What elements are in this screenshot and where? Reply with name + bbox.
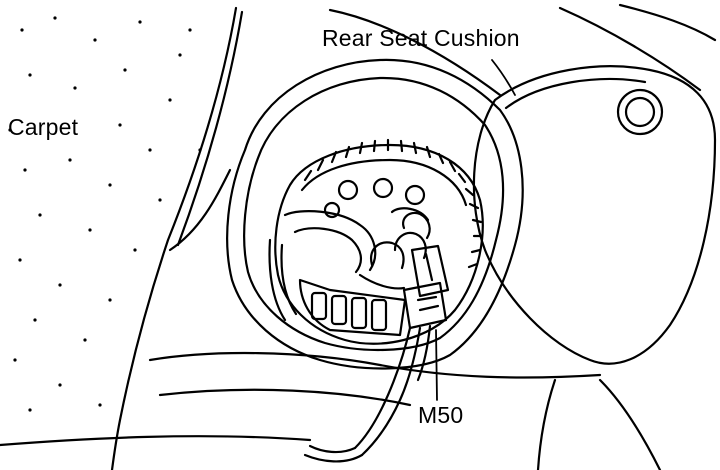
access-hole [226,58,524,370]
carpet-texture [8,16,202,412]
wire-harness [303,324,432,463]
pump-flange [274,138,484,345]
connector-m50 [402,244,450,330]
floor-edges [148,3,717,470]
carpet-region [0,6,312,470]
leader-lines [435,59,516,401]
hand [358,211,431,290]
label-rear-seat-cushion: Rear Seat Cushion [322,25,520,51]
pump-body [298,278,407,337]
flange-holes [323,177,426,219]
label-connector-m50: M50 [418,402,464,428]
fuel-tube [268,207,430,322]
label-carpet: Carpet [8,114,79,140]
service-cover-plate [472,65,717,365]
